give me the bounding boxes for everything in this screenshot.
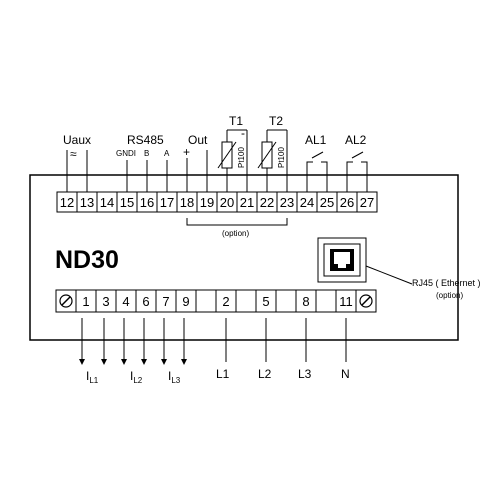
top-terminal: 19 — [196, 191, 218, 213]
al1-label: AL1 — [305, 133, 327, 147]
blank-terminal — [315, 289, 337, 313]
t2-label: T2 — [269, 114, 283, 128]
uaux-label: Uaux — [63, 133, 91, 147]
il2-label: IL2 — [130, 369, 143, 385]
top-terminal: 22 — [256, 191, 278, 213]
top-terminal: 12 — [56, 191, 78, 213]
al2-label: AL2 — [345, 133, 367, 147]
bottom-terminal-number: 2 — [222, 294, 229, 309]
top-terminal-number: 23 — [280, 195, 294, 210]
top-terminal: 13 — [76, 191, 98, 213]
out-plus-label: + — [183, 145, 190, 159]
bottom-terminal: 9 — [175, 289, 197, 313]
top-terminal: 24 — [296, 191, 318, 213]
top-terminal-number: 26 — [340, 195, 354, 210]
rs485-label: RS485 — [127, 133, 164, 147]
top-terminal-number: 13 — [80, 195, 94, 210]
top-terminal: 23 — [276, 191, 298, 213]
l2-label: L2 — [258, 367, 272, 381]
rj45-port — [317, 237, 367, 283]
top-terminal-number: 27 — [360, 195, 374, 210]
a-label: A — [164, 149, 170, 158]
bottom-terminal-number: 6 — [142, 294, 149, 309]
terminal-screw — [355, 289, 377, 313]
option-label: (option) — [222, 229, 249, 238]
bottom-terminal: 5 — [255, 289, 277, 313]
top-terminal: 21 — [236, 191, 258, 213]
top-wiring — [66, 129, 368, 226]
l3-label: L3 — [298, 367, 312, 381]
t1-pt100-label: Pt100 — [237, 147, 246, 168]
rj45-option-label: (option) — [436, 291, 463, 300]
bottom-terminal-number: 1 — [82, 294, 89, 309]
top-terminal-number: 21 — [240, 195, 254, 210]
top-terminal-number: 19 — [200, 195, 214, 210]
il1-label: IL1 — [86, 369, 99, 385]
l1-label: L1 — [216, 367, 230, 381]
t1-label: T1 — [229, 114, 243, 128]
bottom-terminal: 8 — [295, 289, 317, 313]
bottom-terminal-number: 11 — [339, 294, 353, 309]
top-terminal-number: 16 — [140, 195, 154, 210]
bottom-terminal: 1 — [75, 289, 97, 313]
top-terminal-number: 14 — [100, 195, 114, 210]
top-terminal: 17 — [156, 191, 178, 213]
top-terminal: 27 — [356, 191, 378, 213]
top-terminal-number: 20 — [220, 195, 234, 210]
bottom-terminal: 3 — [95, 289, 117, 313]
rj45-leader — [365, 265, 413, 285]
blank-terminal — [275, 289, 297, 313]
bottom-terminal: 7 — [155, 289, 177, 313]
top-terminal: 16 — [136, 191, 158, 213]
bottom-terminal-number: 8 — [302, 294, 309, 309]
bottom-terminal-number: 7 — [162, 294, 169, 309]
blank-terminal — [195, 289, 217, 313]
top-terminal: 26 — [336, 191, 358, 213]
top-terminal: 25 — [316, 191, 338, 213]
top-terminal-number: 22 — [260, 195, 274, 210]
bottom-terminal-number: 5 — [262, 294, 269, 309]
blank-terminal — [235, 289, 257, 313]
t2-pt100-label: Pt100 — [277, 147, 286, 168]
bottom-terminal: 4 — [115, 289, 137, 313]
bottom-wiring — [79, 318, 347, 365]
top-terminal: 20 — [216, 191, 238, 213]
top-terminal-number: 24 — [300, 195, 314, 210]
top-terminal-number: 18 — [180, 195, 194, 210]
top-terminal-number: 15 — [120, 195, 134, 210]
gndi-label: GNDI — [116, 149, 136, 158]
top-terminal: 18 — [176, 191, 198, 213]
bottom-terminal-number: 4 — [122, 294, 129, 309]
out-label: Out — [188, 133, 208, 147]
model-name: ND30 — [55, 246, 119, 274]
top-terminal-number: 12 — [60, 195, 74, 210]
top-terminal: 14 — [96, 191, 118, 213]
bottom-terminal-number: 9 — [182, 294, 189, 309]
top-terminal: 15 — [116, 191, 138, 213]
top-terminal-number: 17 — [160, 195, 174, 210]
bottom-terminal: 6 — [135, 289, 157, 313]
b-label: B — [144, 149, 149, 158]
top-terminal-strip: 12 13 14 15 16 17 18 19 20 21 22 23 24 25 26 27 — [56, 191, 378, 213]
il3-label: IL3 — [168, 369, 181, 385]
terminal-screw — [55, 289, 77, 313]
t1-minus-label: - — [241, 126, 245, 140]
n-label: N — [341, 367, 350, 381]
uaux-ac-symbol: ≈ — [70, 147, 77, 161]
top-terminal-number: 25 — [320, 195, 334, 210]
bottom-terminal: 2 — [215, 289, 237, 313]
rj45-label: RJ45 ( Ethernet ) — [412, 278, 481, 288]
bottom-terminal: 11 — [335, 289, 357, 313]
bottom-terminal-number: 3 — [102, 294, 109, 309]
